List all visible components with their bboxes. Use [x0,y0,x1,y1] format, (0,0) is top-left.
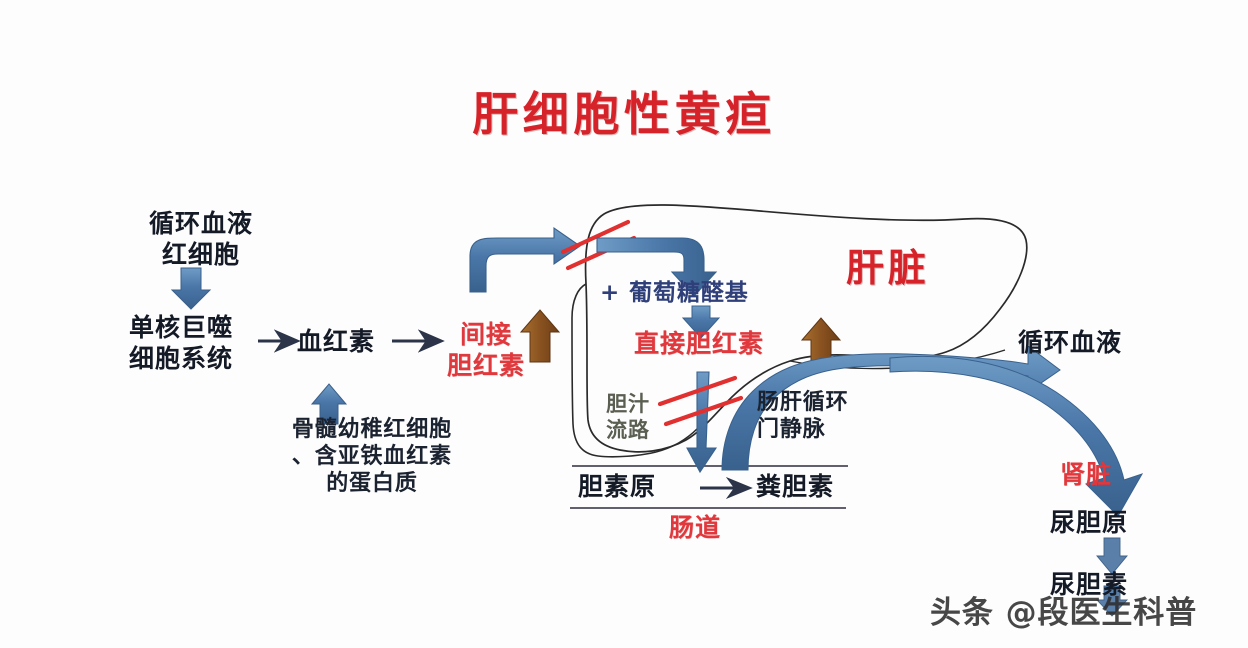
node-glucuronyl: + 葡萄糖醛基 [600,280,749,306]
node-bone-marrow-source: 骨髓幼稚红细胞 、含亚铁血红素 的蛋白质 [291,417,453,496]
node-heme: 血红素 [297,327,376,356]
node-indirect-bilirubin: 间接 胆红素 [446,320,525,380]
arrow-urobilinogen-to-urobilin [1095,585,1129,617]
organ-label-intestine: 肠道 [668,513,721,542]
node-urobilin: 尿胆素 [1050,570,1129,599]
arrow-enterohepatic-portal-vein [721,345,1061,471]
increase-marker-indirect-bilirubin [519,309,561,363]
arrow-kidney-to-urobilinogen [1096,537,1128,575]
organ-label-liver: 肝脏 [846,246,930,290]
node-circulating-blood-rbc: 循环血液 红细胞 [148,209,253,269]
node-mononuclear-phagocyte-system: 单核巨噬 细胞系统 [128,313,233,373]
label-enterohepatic-portal-vein: 肠肝循环 门静脉 [757,390,849,442]
intestine-outline [570,465,848,509]
label-bile-flow-path: 胆汁 流路 [606,392,650,442]
node-direct-bilirubin: 直接胆红素 [634,329,765,358]
node-stercobilin: 粪胆素 [756,472,835,501]
arrow-circulation-to-kidney [889,355,1144,517]
block-marker-bile-excretion [657,375,744,427]
organ-label-kidney: 肾脏 [1060,460,1113,489]
node-urobilinogen-gut: 胆素原 [578,472,657,501]
page-title: 肝细胞性黄疸 [472,87,776,141]
arrow-bonemarrow-to-heme [310,383,348,425]
arrow-glucuronyl-to-direct-bilirubin [681,305,721,339]
arrow-bilirubin-conjugation [596,237,718,297]
label-circulating-blood-right: 循环血液 [1018,328,1123,357]
arrow-rbc-to-phagocyte [170,267,212,310]
node-urine-urobilinogen: 尿胆原 [1050,508,1129,537]
arrow-indirect-bilirubin-into-liver [469,226,581,293]
arrow-bile-flow-down [686,371,718,474]
watermark: 头条 @段医生科普 [930,595,1198,631]
